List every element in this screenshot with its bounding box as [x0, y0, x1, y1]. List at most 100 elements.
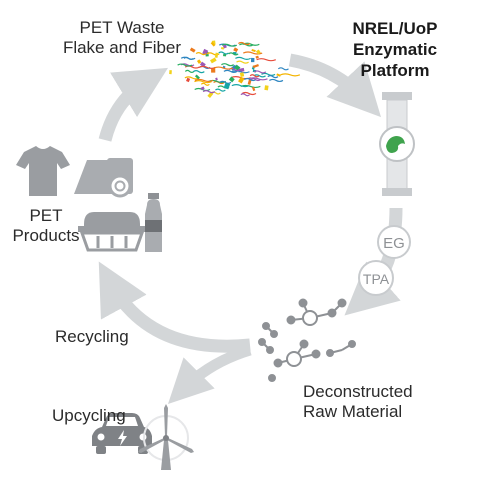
plastic-flake: [169, 70, 172, 75]
plastic-flake: [240, 93, 250, 97]
plastic-flake: [198, 65, 216, 69]
plastic-flake: [269, 78, 284, 83]
plastic-flake: [211, 67, 216, 73]
plastic-flake: [218, 51, 229, 55]
t-shirt-icon: [16, 146, 70, 196]
plastic-flake: [255, 49, 261, 55]
arrow-products-to-waste: [98, 67, 169, 142]
plastic-flakes-icon: [169, 40, 301, 99]
eg-badge-label: EG: [383, 235, 405, 252]
plastic-flake: [214, 52, 219, 58]
plastic-flake: [189, 47, 196, 53]
plastic-flake: [256, 58, 276, 62]
plastic-flake: [200, 86, 205, 91]
tpa-badge-label: TPA: [363, 271, 390, 287]
molecule-icon: [258, 298, 356, 382]
plastic-flake: [202, 90, 216, 94]
plastic-flake: [241, 91, 257, 96]
plastic-flake: [200, 82, 210, 86]
plastic-flake: [242, 42, 260, 46]
plastic-flake: [215, 88, 226, 92]
arrow-upcycling: [167, 344, 252, 404]
plastic-flake: [184, 76, 200, 80]
plastic-flake: [221, 43, 238, 47]
arrow-recycling: [98, 261, 251, 353]
plastic-flake: [194, 78, 214, 83]
pet-products-line1: PET: [29, 206, 63, 225]
plastic-flake: [243, 51, 263, 55]
plastic-flake: [194, 74, 200, 80]
plastic-flake: [192, 70, 205, 74]
plastic-flake: [202, 48, 209, 56]
plastic-flake: [239, 72, 245, 78]
platform-line3: Platform: [360, 61, 430, 80]
plastic-flake: [233, 47, 239, 53]
plastic-flake: [267, 75, 279, 79]
plastic-flake: [251, 48, 256, 53]
plastic-flake: [240, 84, 261, 89]
plastic-flake: [276, 73, 281, 77]
plastic-flake: [248, 77, 268, 81]
tpa-badge: TPA: [358, 260, 394, 296]
plastic-flake: [252, 64, 259, 69]
plastic-flake: [238, 76, 245, 84]
plastic-flake: [231, 70, 250, 74]
plastic-flake: [223, 82, 231, 90]
plastic-flake: [277, 67, 289, 71]
plastic-flake: [255, 55, 259, 59]
plastic-flake: [280, 73, 301, 77]
plastic-flake: [177, 63, 193, 67]
plastic-flake: [261, 72, 276, 76]
plastic-flake: [223, 69, 238, 74]
platform-line2: Enzymatic: [352, 40, 438, 59]
platform-line1: NREL/UoP: [352, 19, 438, 38]
pet-waste-label: PET Waste Flake and Fiber: [62, 18, 182, 58]
eg-badge: EG: [377, 225, 411, 259]
plastic-flake: [238, 41, 251, 46]
pet-products-line2: Products: [12, 226, 80, 245]
wind-turbine-icon: [138, 404, 194, 470]
plastic-flake: [220, 47, 225, 50]
recycling-label: Recycling: [55, 327, 129, 346]
arrow-waste-to-platform: [288, 53, 382, 118]
plastic-flake: [219, 80, 232, 84]
plastic-flake: [251, 57, 255, 63]
plastic-flake: [233, 52, 237, 55]
plastic-flake: [236, 60, 249, 64]
upcycling-label: Upcycling: [52, 406, 126, 425]
plastic-flake: [210, 41, 216, 47]
deconstructed-line2: Raw Material: [303, 402, 403, 421]
plastic-flake: [235, 56, 251, 60]
deconstructed-label: Deconstructed Raw Material: [303, 382, 413, 422]
plastic-flake: [253, 70, 267, 74]
plastic-flake: [222, 44, 227, 49]
plastic-flake: [183, 56, 194, 61]
plastic-flake: [228, 76, 235, 83]
bottle-icon: [145, 193, 162, 252]
plastic-flake: [215, 77, 218, 81]
food-container-icon: [78, 212, 146, 252]
pet-waste-line1: PET Waste: [79, 18, 165, 37]
plastic-flake: [230, 64, 238, 71]
plastic-flake: [186, 77, 191, 83]
plastic-flake: [250, 77, 261, 82]
plastic-flake: [247, 79, 252, 85]
plastic-flake: [243, 77, 257, 82]
pet-waste-line2: Flake and Fiber: [62, 38, 182, 57]
fabric-roll-icon: [74, 158, 133, 198]
plastic-flake: [228, 52, 239, 56]
plastic-flake: [221, 63, 235, 67]
plastic-flake: [264, 85, 269, 91]
plastic-flake: [249, 74, 260, 78]
plastic-flake: [195, 51, 207, 56]
platform-label: NREL/UoP Enzymatic Platform: [340, 18, 450, 81]
plastic-flake: [196, 59, 202, 64]
plastic-flake: [223, 54, 227, 57]
plastic-flake: [231, 84, 250, 88]
deconstructed-line1: Deconstructed: [303, 382, 413, 401]
plastic-flake: [251, 86, 256, 92]
enzyme-reactor-icon: [379, 92, 415, 196]
plastic-flake: [253, 74, 266, 78]
